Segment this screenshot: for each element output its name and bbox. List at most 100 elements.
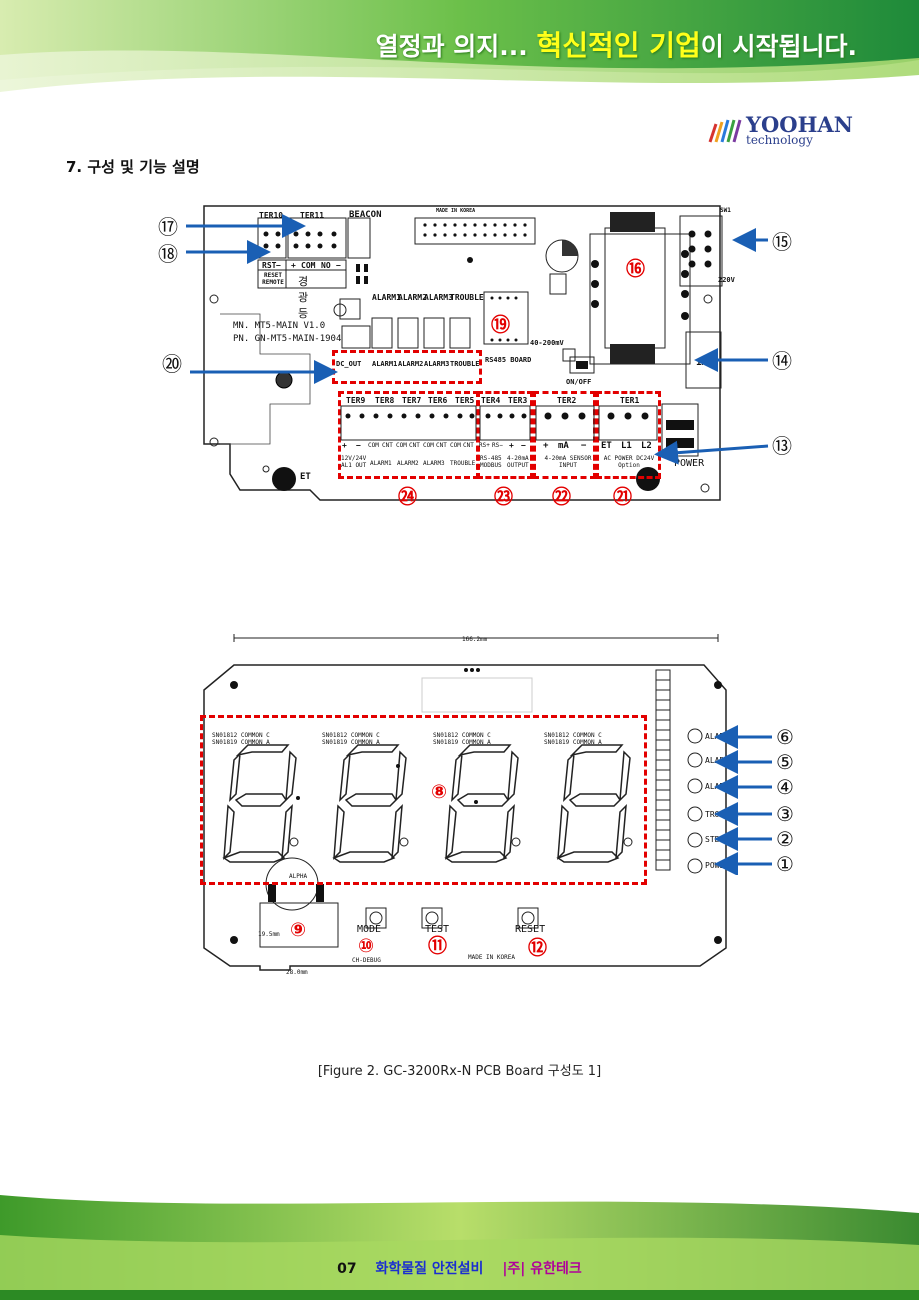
ter3-pin-minus: − xyxy=(521,441,526,450)
ter9-head: TER9 xyxy=(346,396,366,405)
et-label: ET xyxy=(300,472,311,482)
logo-text: YOOHAN xyxy=(746,112,853,137)
footer-wave-band xyxy=(0,1195,919,1300)
pn-line: PN. GN-MT5-MAIN-1904 xyxy=(233,334,342,344)
sw1-label: SW1 xyxy=(720,207,731,214)
logo-subtext: technology xyxy=(746,133,813,147)
section-title: 7. 구성 및 기능 설명 xyxy=(66,158,200,176)
footer-text-1: 화학물질 안전설비 xyxy=(375,1261,484,1277)
ter1-pin-l2: L2 xyxy=(641,441,652,451)
logo-stripes-icon xyxy=(708,119,742,143)
footer: 07 화학물질 안전설비 |주| 유한테크 xyxy=(0,1258,919,1278)
ter1-pin-et: ET xyxy=(601,441,612,451)
ter8-pin-com: COM xyxy=(368,442,379,449)
board2-made-in-korea: MADE IN KOREA xyxy=(468,954,515,961)
rs485-board-label: RS485 BOARD xyxy=(485,356,532,364)
reset-remote-label: RESET REMOTE xyxy=(262,272,284,286)
beacon-label: BEACON xyxy=(349,210,382,220)
callout-12: ⑫ xyxy=(528,937,548,959)
callout-4: ④ xyxy=(776,775,794,799)
on-off-label: ON/OFF xyxy=(566,378,592,386)
callout-24: ㉔ xyxy=(398,486,418,508)
callout-2: ② xyxy=(776,827,794,851)
callout-17: ⑰ xyxy=(158,215,178,239)
ter4-head: TER4 xyxy=(481,396,501,405)
ter2-pin-ma: mA xyxy=(558,441,569,451)
ter6-pin-com: COM xyxy=(423,442,434,449)
beacon-korean-label: 경광등 xyxy=(298,275,309,320)
header-wave-band xyxy=(0,0,919,92)
callout-13: ⑬ xyxy=(772,434,792,458)
callout-21: ㉑ xyxy=(613,486,633,508)
ter4-pin-rsplus: RS+ xyxy=(479,442,490,449)
mv-range-label: 40-200mV xyxy=(530,339,564,347)
ter1-pin-l1: L1 xyxy=(621,441,632,451)
header-slogan: 열정과 의지... 혁신적인 기업이 시작됩니다. xyxy=(376,24,857,64)
dc-out-alarm2: ALARM2 xyxy=(398,360,424,368)
ter9-pin-minus: − xyxy=(356,441,361,450)
ter9-desc: 12V/24V AL1 OUT xyxy=(341,455,367,469)
callout-20: ⑳ xyxy=(162,352,182,376)
callout-15: ⑮ xyxy=(772,230,792,254)
callout-8: ⑧ xyxy=(431,781,448,803)
ter10-label: TER10 xyxy=(259,211,284,220)
main-pcb-outline xyxy=(203,205,723,501)
ter11-pin-no: NO xyxy=(321,261,331,270)
mode-button[interactable]: MODE xyxy=(357,924,382,935)
test-button[interactable]: TEST xyxy=(425,924,450,935)
ter8-desc: ALARM1 xyxy=(370,460,392,467)
ter10-pin-rst: RST xyxy=(262,261,277,270)
ter5-pin-cnt: CNT xyxy=(463,442,474,449)
ac-power-terminal-highlight xyxy=(596,391,661,479)
callout-22: ㉒ xyxy=(552,486,572,508)
ter3-desc: 4-20mA OUTPUT xyxy=(507,455,529,469)
ter7-pin-com: COM xyxy=(396,442,407,449)
alpha-label: ALPHA xyxy=(289,873,308,880)
callout-10: ⑩ xyxy=(358,935,375,957)
slogan-prefix: 열정과 의지... xyxy=(375,32,528,61)
board1-arrows xyxy=(186,214,769,465)
slogan-suffix: 이 시작됩니다. xyxy=(700,32,857,61)
callout-1: ① xyxy=(776,852,794,876)
callout-23: ㉓ xyxy=(494,486,514,508)
slogan-highlight: 혁신적인 기업 xyxy=(536,29,701,62)
ter2-desc: 4-20mA SENSOR INPUT xyxy=(544,455,592,469)
callout-3: ③ xyxy=(776,802,794,826)
ter4-pin-rsminus: RS− xyxy=(492,442,503,449)
display-highlight xyxy=(200,715,647,885)
ter5-pin-com: COM xyxy=(450,442,461,449)
ter2-head: TER2 xyxy=(557,396,577,405)
dim-h-label: 19.5mm xyxy=(258,931,280,938)
digit1-header-b: SN01819 COMMON A xyxy=(212,739,270,746)
dim-w-label: 28.0mm xyxy=(286,969,308,976)
ter4-desc: RS-485 MODBUS xyxy=(480,455,502,469)
dimension-label: 166.2mm xyxy=(462,636,488,643)
callout-11: ⑪ xyxy=(428,935,448,957)
display-pcb-outline xyxy=(203,634,727,971)
reset-button[interactable]: RESET xyxy=(515,924,546,935)
footer-text-2: |주| 유한테크 xyxy=(502,1261,582,1277)
modbus-terminal-highlight xyxy=(477,391,533,479)
callout-19: ⑲ xyxy=(491,314,511,336)
figure-caption: [Figure 2. GC-3200Rx-N PCB Board 구성도 1] xyxy=(317,1064,602,1079)
ter7-head: TER7 xyxy=(402,396,422,405)
power-label: POWER xyxy=(674,458,705,469)
dc-out-alarm3: ALARM3 xyxy=(424,360,450,368)
company-logo: YOOHAN technology xyxy=(706,112,856,150)
ter5-desc: TROUBLE xyxy=(450,460,476,467)
callout-5: ⑤ xyxy=(776,750,794,774)
digit1-header-a: SN01812 COMMON C xyxy=(212,732,270,739)
ter10-ter11-block xyxy=(257,217,371,289)
callout-18: ⑱ xyxy=(158,242,178,266)
relay-head-trouble: TROUBLE xyxy=(450,293,484,302)
terminal-screw-row xyxy=(340,405,658,441)
relay-head-alarm2: ALARM2 xyxy=(398,293,427,302)
ter11-pin-plus: + xyxy=(291,261,296,270)
led-stb-label: STB xyxy=(705,835,720,844)
ter9-pin-plus: + xyxy=(342,441,347,450)
rs485-board-outline xyxy=(483,291,529,345)
ter8-pin-cnt: CNT xyxy=(382,442,393,449)
ter7-desc: ALARM2 xyxy=(397,460,419,467)
ter3-head: TER3 xyxy=(508,396,528,405)
ter1-head: TER1 xyxy=(620,396,640,405)
